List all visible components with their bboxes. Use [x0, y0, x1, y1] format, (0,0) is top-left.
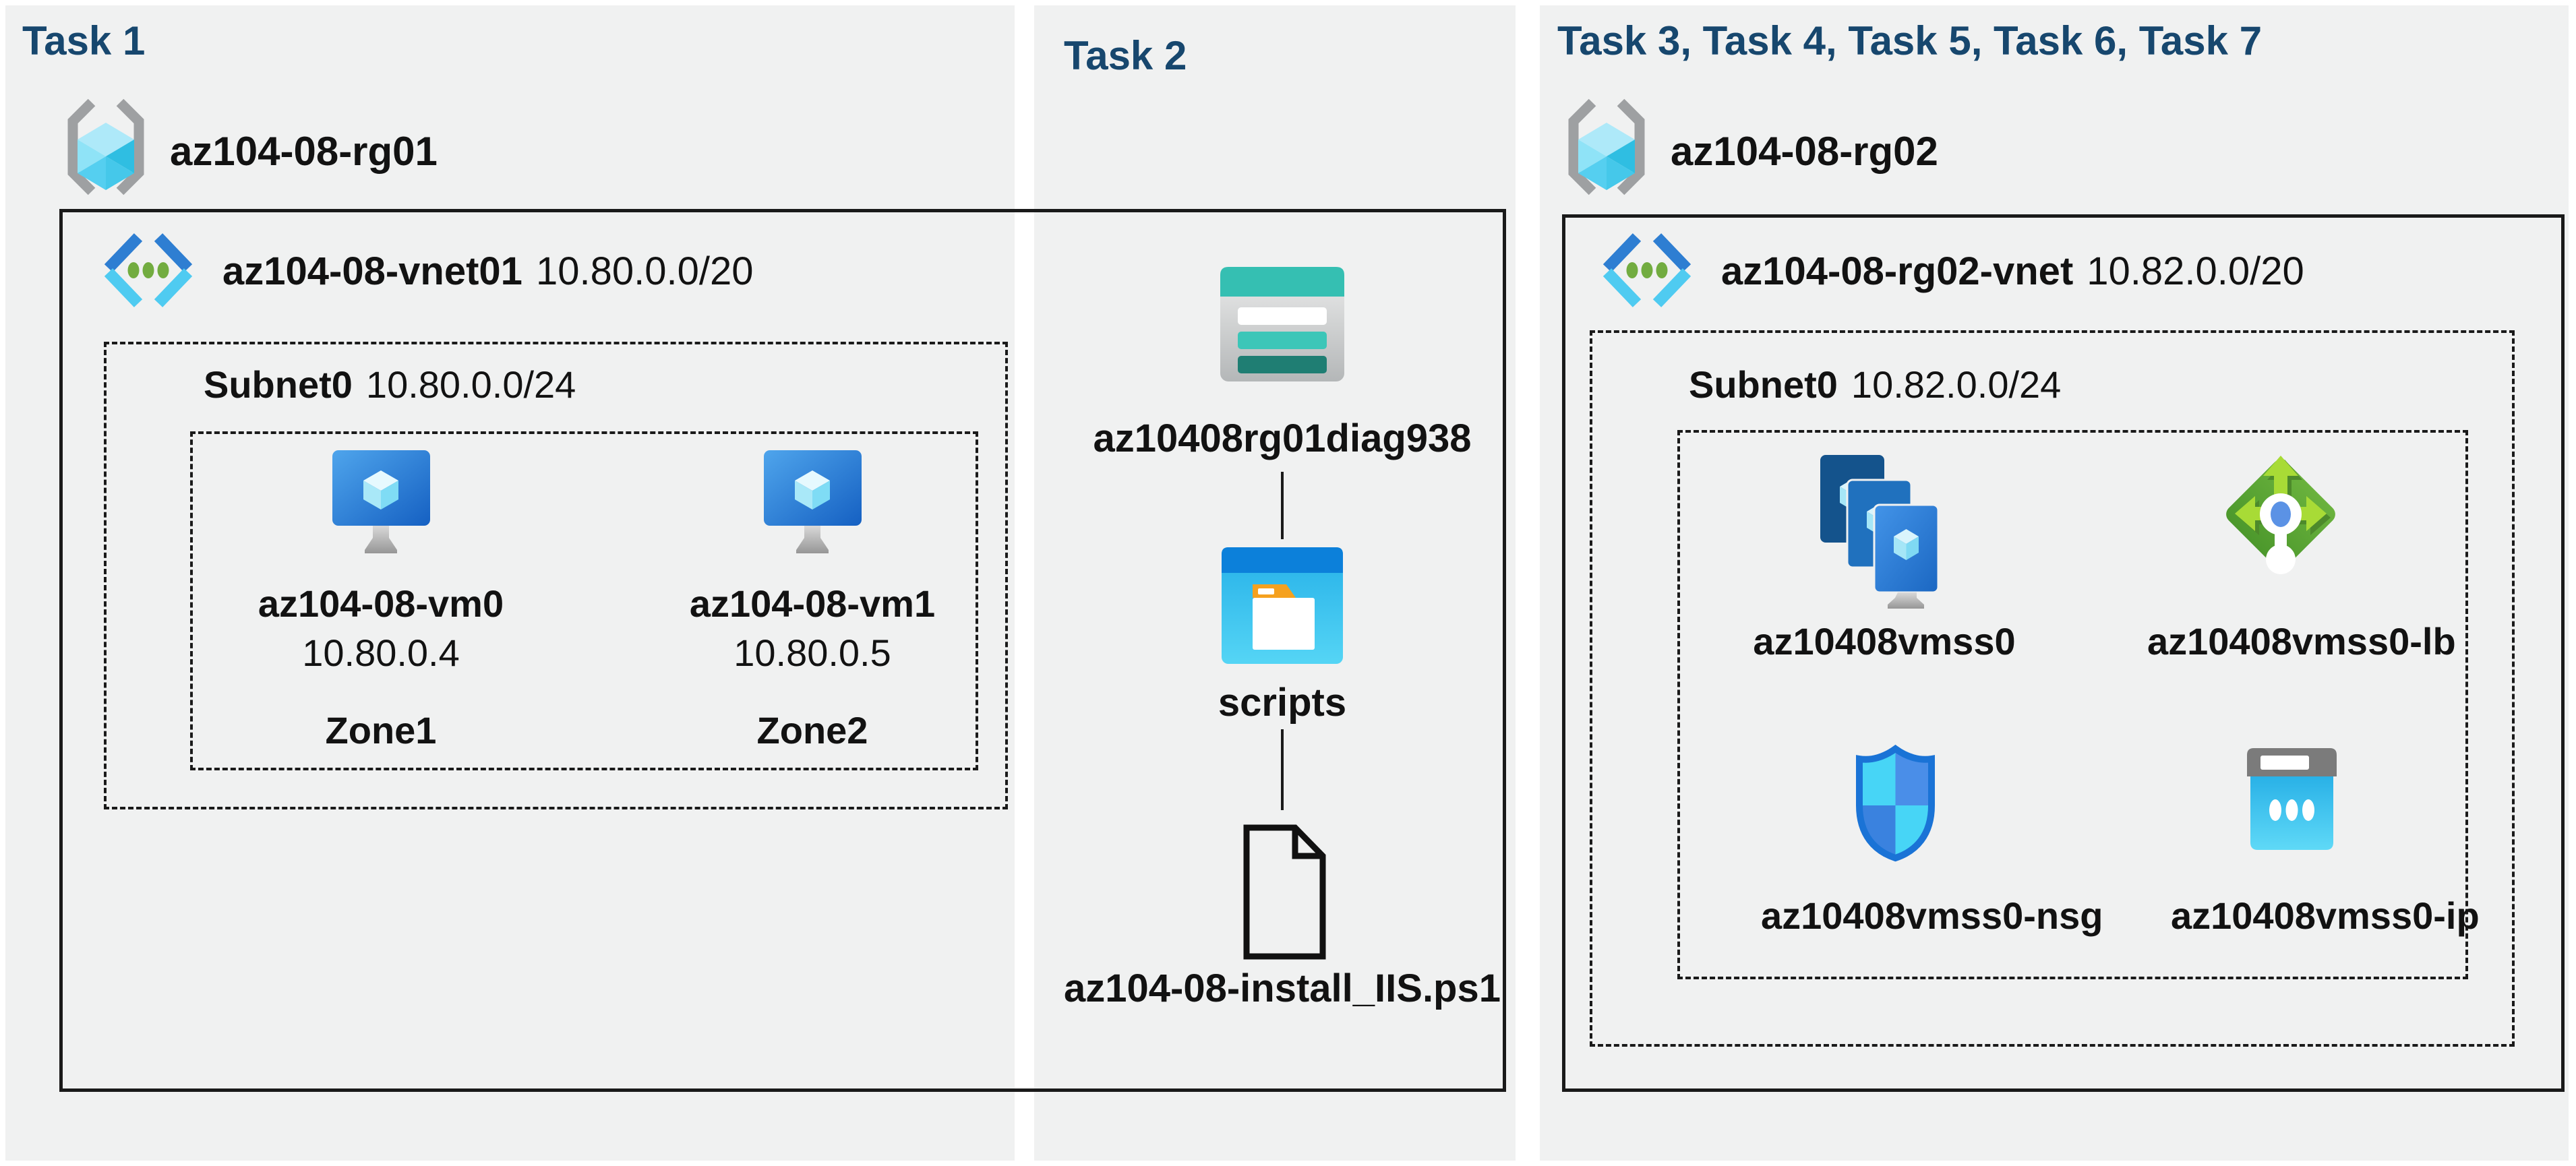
- container-label: scripts: [1218, 681, 1347, 725]
- task2-heading: Task 2: [1064, 33, 1187, 78]
- resource-group-icon: [67, 98, 144, 195]
- public-ip-icon: [2247, 748, 2337, 850]
- script-file-label: az104-08-install_IIS.ps1: [1064, 966, 1501, 1010]
- connector-scripts-file: [1281, 729, 1284, 810]
- subnet1-cidr: 10.80.0.0/24: [365, 363, 576, 406]
- vnet1-label: az104-08-vnet01 10.80.0.0/20: [222, 249, 753, 294]
- virtual-machine-icon: [763, 450, 862, 553]
- subnet1-box: [104, 342, 1008, 809]
- vnet1-cidr: 10.80.0.0/20: [535, 249, 754, 293]
- storage-account-label: az10408rg01diag938: [1093, 417, 1472, 460]
- vmss-resources-box: [1677, 430, 2468, 979]
- subnet2-box: [1590, 330, 2515, 1047]
- load-balancer-label: az10408vmss0-lb: [2147, 620, 2456, 663]
- vm-scale-set-icon: [1820, 455, 1940, 609]
- vm0-card: az104-08-vm0 10.80.0.4 Zone1: [239, 450, 522, 752]
- task1-panel: [5, 5, 1015, 1161]
- storage-account-icon: [1220, 267, 1344, 381]
- vmss-label: az10408vmss0: [1753, 620, 2016, 663]
- resource-group-1-label: az104-08-rg01: [170, 129, 438, 174]
- virtual-machine-icon: [332, 450, 430, 553]
- resource-group-icon: [1568, 98, 1645, 195]
- subnet1-name: Subnet0: [204, 363, 353, 406]
- virtual-network-icon: [1602, 233, 1691, 307]
- vnet1-box: [59, 209, 1506, 1092]
- vnet2-label: az104-08-rg02-vnet 10.82.0.0/20: [1721, 249, 2304, 294]
- vm1-zone: Zone2: [756, 709, 868, 751]
- vm1-ip: 10.80.0.5: [733, 632, 891, 674]
- subnet2-name: Subnet0: [1689, 363, 1838, 406]
- public-ip-label: az10408vmss0-ip: [2171, 894, 2480, 937]
- vnet2-name: az104-08-rg02-vnet: [1721, 249, 2074, 293]
- blob-container-icon: [1222, 547, 1343, 664]
- nsg-label: az10408vmss0-nsg: [1761, 894, 2103, 937]
- vnet1-name: az104-08-vnet01: [222, 249, 522, 293]
- subnet2-label: Subnet0 10.82.0.0/24: [1689, 363, 2061, 406]
- load-balancer-icon: [2226, 456, 2335, 574]
- vm1-name: az104-08-vm1: [689, 582, 936, 625]
- vm0-ip: 10.80.0.4: [302, 632, 460, 674]
- vnet2-box: [1562, 214, 2565, 1092]
- task3-panel: [1540, 5, 2569, 1161]
- resource-group-2-label: az104-08-rg02: [1671, 129, 1938, 174]
- task3-heading: Task 3, Task 4, Task 5, Task 6, Task 7: [1557, 18, 2263, 63]
- vm0-zone: Zone1: [325, 709, 437, 751]
- task1-heading: Task 1: [22, 18, 146, 63]
- vm1-card: az104-08-vm1 10.80.0.5 Zone2: [671, 450, 954, 752]
- vnet2-cidr: 10.82.0.0/20: [2087, 249, 2304, 293]
- zones-box: [190, 431, 978, 770]
- connector-storage-scripts: [1281, 472, 1284, 539]
- subnet2-cidr: 10.82.0.0/24: [1851, 363, 2062, 406]
- subnet1-label: Subnet0 10.80.0.0/24: [204, 363, 576, 406]
- vm0-name: az104-08-vm0: [258, 582, 504, 625]
- script-file-icon: [1243, 824, 1326, 960]
- network-security-group-icon: [1856, 744, 1935, 862]
- virtual-network-icon: [104, 233, 193, 307]
